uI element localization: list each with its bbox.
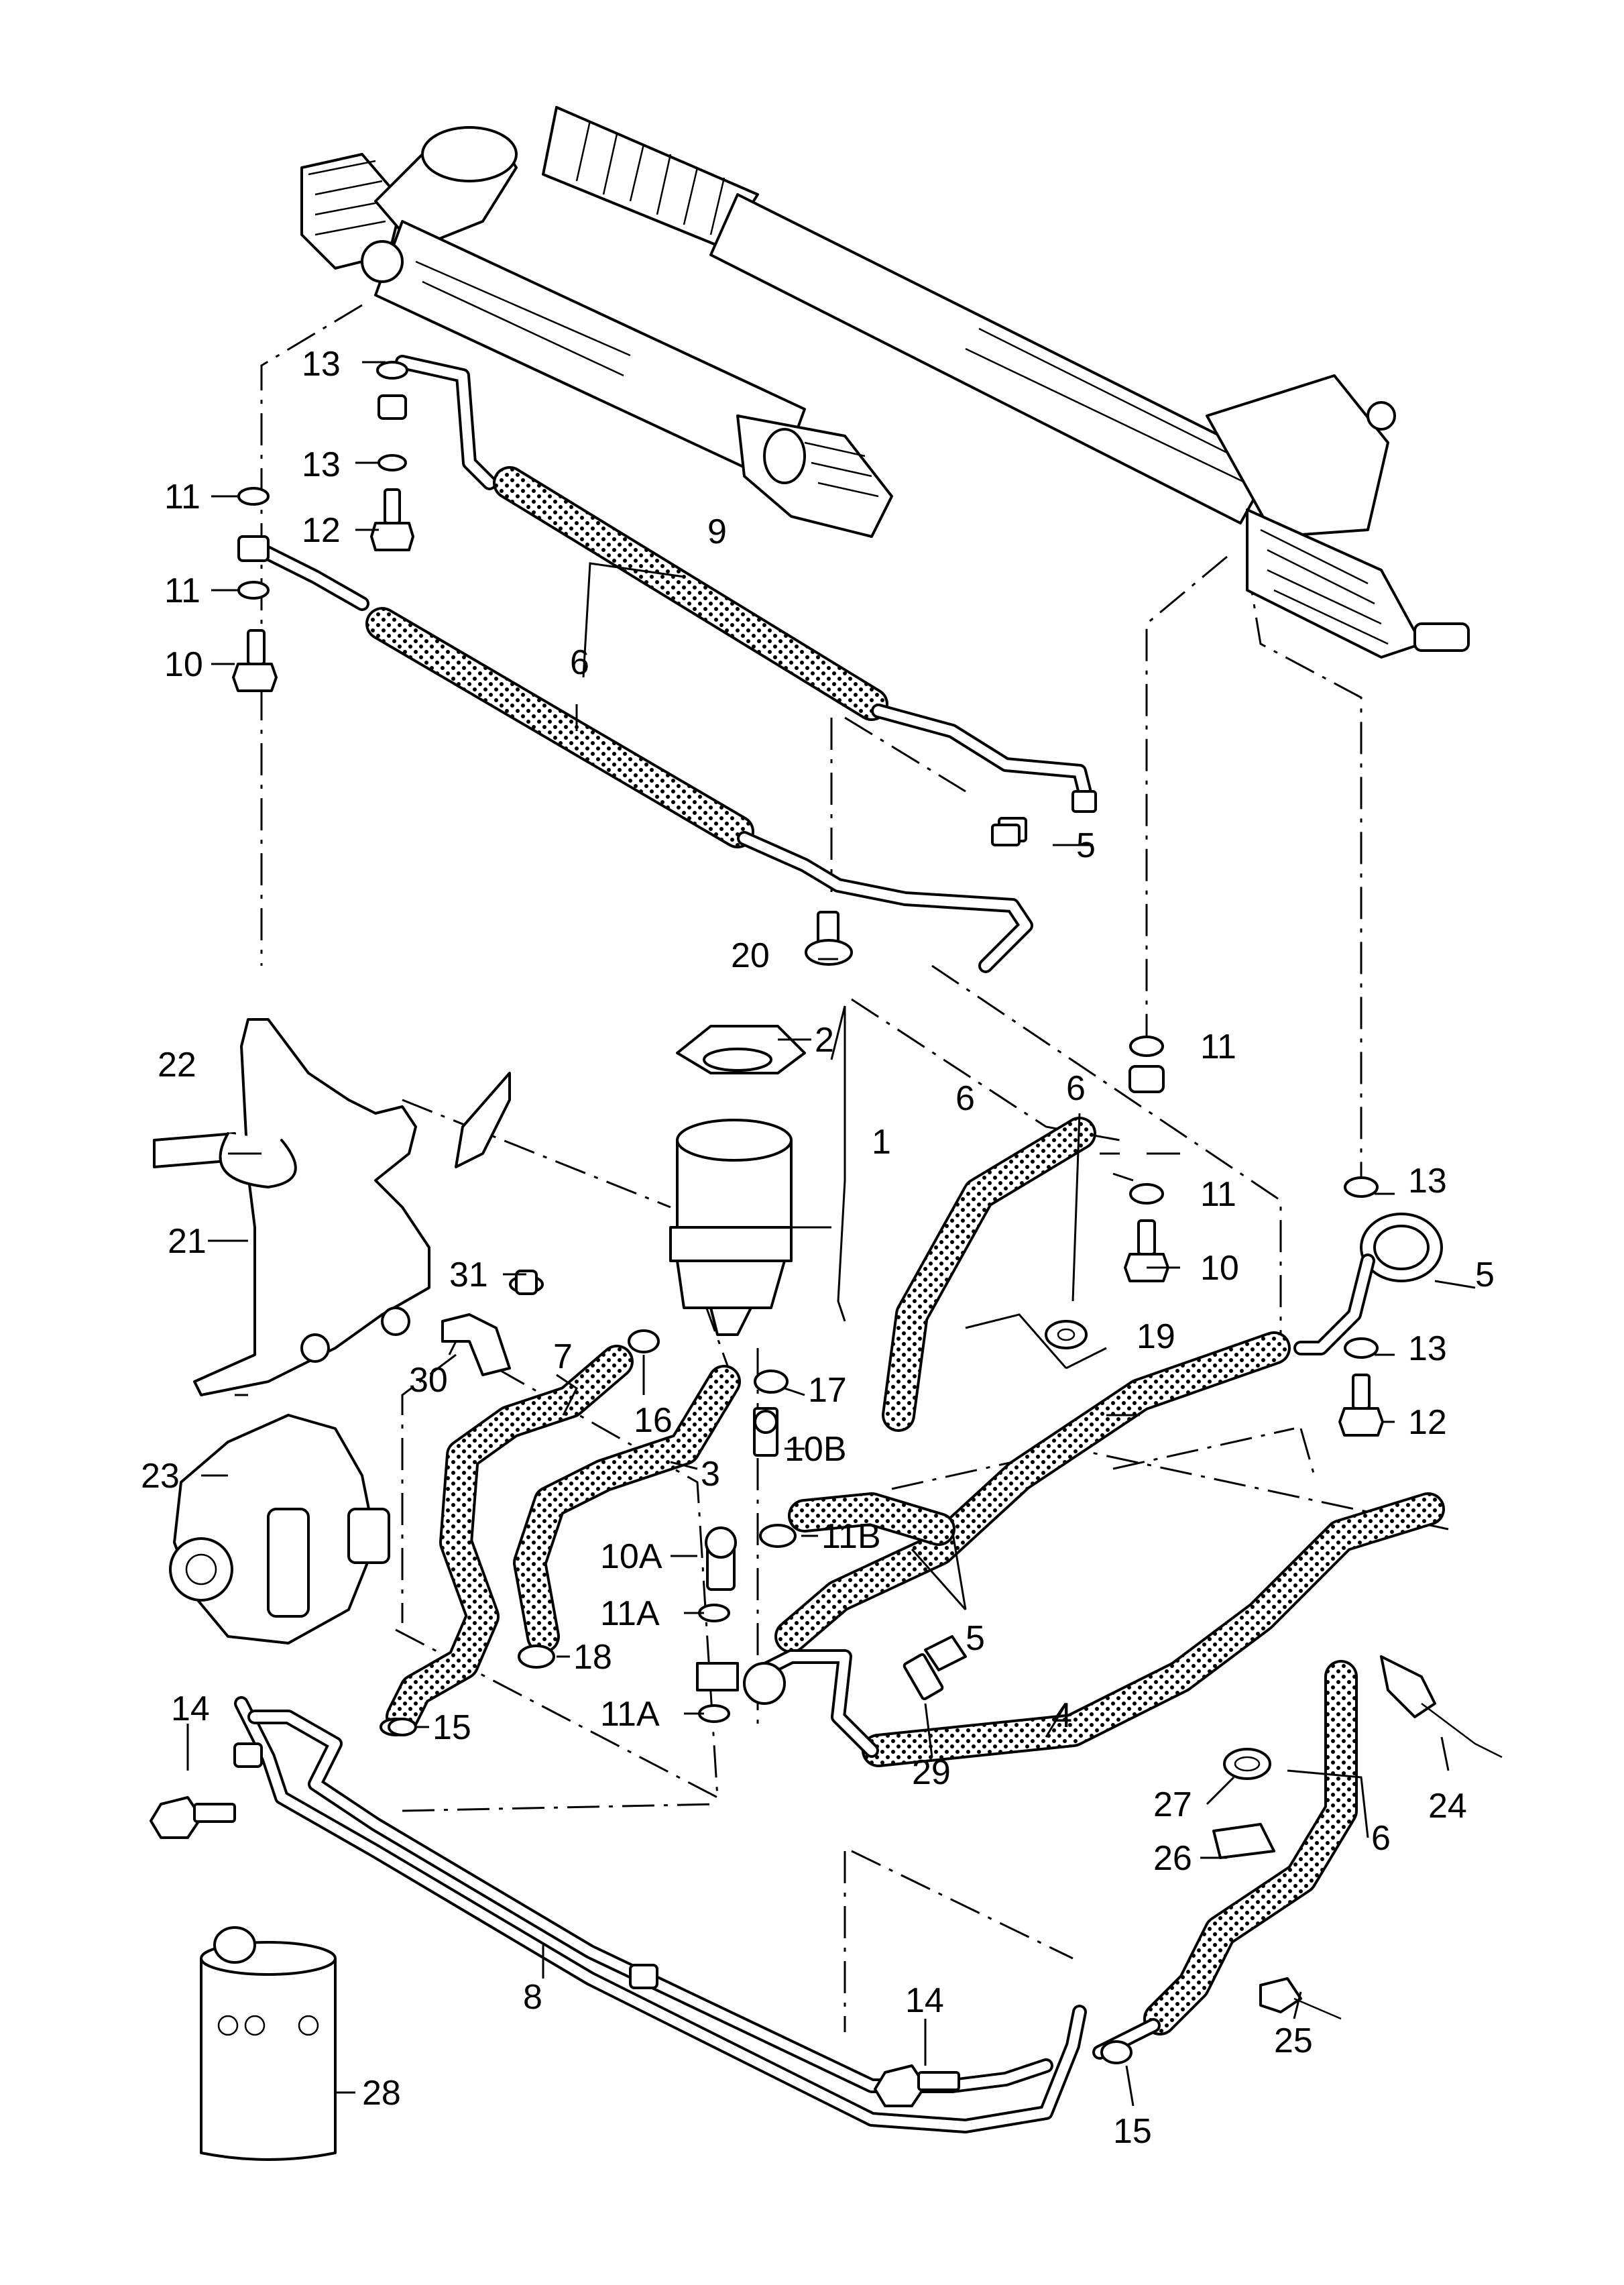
callout-11: 11 (164, 571, 200, 610)
hose-5-middle (774, 1331, 1291, 1653)
callout-28: 28 (362, 2074, 401, 2113)
callout-20: 20 (731, 936, 770, 975)
callout-12: 12 (1408, 1403, 1447, 1442)
callout-11B: 11B (821, 1517, 881, 1556)
hose-6-middle (882, 1117, 1096, 1432)
callout-27: 27 (1153, 1785, 1192, 1824)
callout-14: 14 (905, 1981, 944, 2020)
callout-9: 9 (707, 512, 727, 551)
callout-15: 15 (432, 1708, 471, 1747)
callout-8: 8 (523, 1978, 542, 2017)
callout-5: 5 (1076, 826, 1096, 865)
callout-10B: 10B (785, 1430, 847, 1469)
callout-10A: 10A (600, 1537, 662, 1576)
callout-13: 13 (1408, 1162, 1447, 1201)
callout-5: 5 (1475, 1256, 1495, 1294)
callout-11: 11 (1200, 1175, 1236, 1214)
callout-labels: 13 13 12 11 11 10 9 6 5 20 2 1 22 21 23 … (141, 345, 1495, 2151)
callout-6: 6 (1066, 1069, 1086, 1108)
callout-24: 24 (1428, 1787, 1467, 1826)
hose-7 (386, 1345, 634, 1734)
callout-13: 13 (302, 445, 341, 484)
callout-11A: 11A (600, 1695, 660, 1734)
hose-4 (743, 1492, 1445, 1767)
callout-3: 3 (701, 1455, 720, 1494)
callout-22: 22 (158, 1046, 196, 1084)
callout-23: 23 (141, 1457, 180, 1496)
callout-30: 30 (409, 1361, 448, 1400)
fluid-can-28 (200, 1926, 337, 2161)
callout-11: 11 (164, 478, 200, 516)
callout-6: 6 (955, 1079, 975, 1118)
steering-rack-right (542, 106, 1470, 659)
pressure-line-9 (395, 355, 1097, 813)
reservoir-assembly (669, 1025, 806, 1336)
callout-4: 4 (1053, 1696, 1072, 1735)
callout-1: 1 (872, 1123, 891, 1162)
callout-2: 2 (815, 1021, 834, 1060)
callout-17: 17 (808, 1371, 847, 1410)
callout-26: 26 (1153, 1839, 1192, 1878)
steering-rack-left (300, 126, 893, 538)
callout-21: 21 (168, 1222, 207, 1261)
callout-11: 11 (1200, 1027, 1236, 1066)
clamp-22 (153, 1132, 297, 1188)
callout-31: 31 (449, 1256, 488, 1294)
callout-13: 13 (1408, 1329, 1447, 1368)
callout-15: 15 (1113, 2112, 1152, 2151)
callout-6: 6 (570, 643, 589, 682)
bracket-21 (193, 1018, 511, 1396)
callout-5: 5 (966, 1619, 985, 1658)
small-parts (150, 361, 1503, 2107)
callout-13: 13 (302, 345, 341, 384)
callout-14: 14 (171, 1689, 210, 1728)
callout-29: 29 (912, 1753, 951, 1792)
callout-11A: 11A (600, 1594, 660, 1633)
pipe-5-coil (1293, 1213, 1443, 1355)
power-steering-pump (169, 1414, 390, 1645)
callout-leaders (186, 361, 1476, 2107)
callout-16: 16 (634, 1401, 673, 1440)
callout-10: 10 (164, 645, 203, 684)
callout-18: 18 (573, 1638, 612, 1677)
callout-12: 12 (302, 511, 341, 550)
callout-7: 7 (553, 1337, 573, 1376)
callout-6: 6 (1371, 1819, 1391, 1858)
hose-6-lower (1092, 1660, 1358, 2060)
pipe-8 (233, 1696, 1087, 2133)
callout-19: 19 (1137, 1317, 1175, 1356)
callout-10: 10 (1200, 1249, 1239, 1288)
callout-25: 25 (1274, 2021, 1313, 2060)
hose-3 (513, 1365, 741, 1653)
